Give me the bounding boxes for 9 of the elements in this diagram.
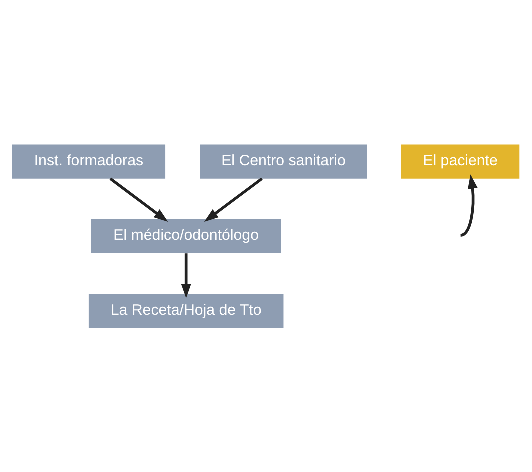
- arrow: [181, 253, 192, 298]
- arrow: [460, 174, 478, 236]
- node-box: El paciente: [401, 144, 520, 178]
- node-box: El médico/odontólogo: [91, 218, 282, 254]
- node-box: Inst. formadoras: [12, 144, 166, 178]
- node-box: El Centro sanitario: [200, 144, 368, 178]
- node-box: La Receta/Hoja de Tto: [88, 294, 284, 328]
- arrow: [110, 177, 168, 222]
- arrow: [204, 177, 263, 222]
